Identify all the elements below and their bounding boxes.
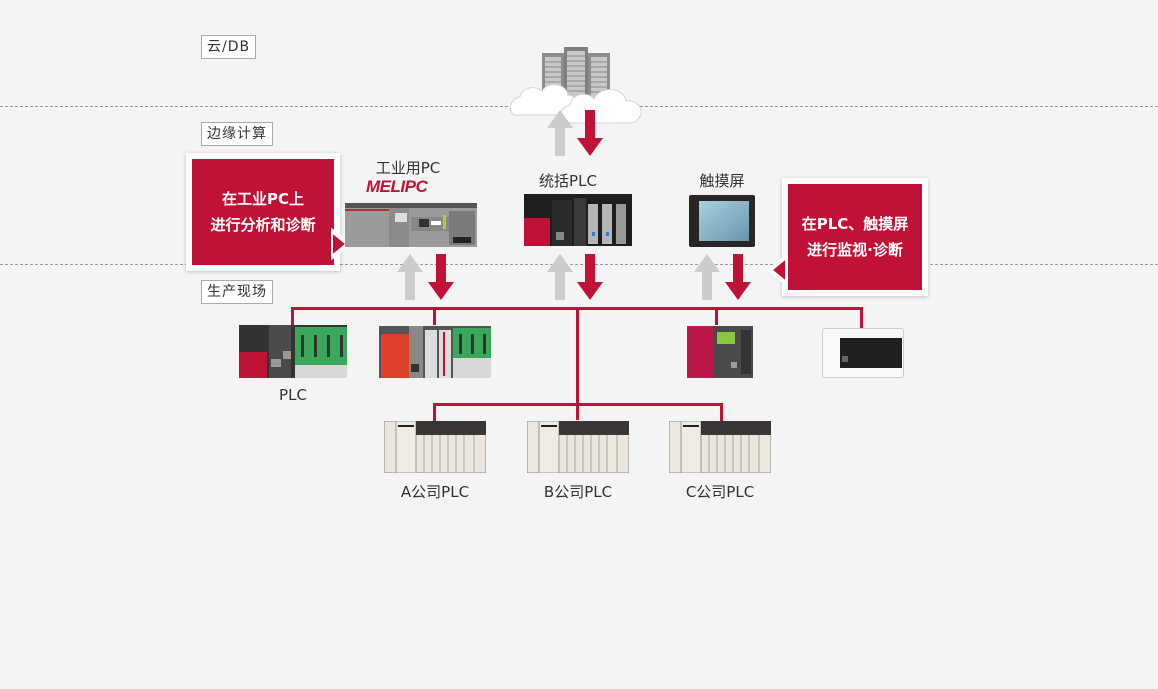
upload-arrow-icon [547, 254, 573, 300]
melipc-logo: MELIPC [366, 177, 428, 196]
callout-left-tail [331, 228, 351, 260]
vendor-plc-a-device-icon [384, 421, 486, 473]
network-bus-lower [433, 403, 723, 406]
callout-left-line2: 进行分析和诊断 [210, 216, 316, 234]
network-trunk [576, 307, 579, 420]
callout-plc-hmi-monitoring: 在PLC、触摸屏 进行监视·诊断 [782, 178, 928, 296]
vendor-plc-c-label: C公司PLC [685, 483, 755, 501]
callout-right-line2: 进行监视·诊断 [807, 241, 903, 259]
upload-arrow-icon [694, 254, 720, 300]
network-drop [720, 403, 723, 421]
plc-device-icon [379, 326, 491, 378]
download-arrow-icon [577, 110, 603, 156]
plc-label: PLC [279, 386, 307, 404]
zone-divider-edge-field [0, 264, 1158, 265]
vendor-plc-c-device-icon [669, 421, 771, 473]
callout-left-line1: 在工业PC上 [221, 190, 304, 208]
zone-label-cloud: 云/DB [201, 35, 257, 59]
network-drop [433, 307, 436, 325]
compact-plc-device-icon [687, 326, 753, 378]
callout-ipc-analysis: 在工业PC上 进行分析和诊断 [186, 153, 340, 271]
hmi-label: 触摸屏 [699, 172, 745, 190]
master-plc-label: 统括PLC [539, 172, 597, 190]
upload-arrow-icon [547, 110, 573, 156]
vendor-plc-a-label: A公司PLC [400, 483, 470, 501]
callout-right-tail [767, 254, 787, 286]
zone-label-edge: 边缘计算 [201, 122, 273, 146]
plc-device-icon [239, 325, 347, 378]
download-arrow-icon [725, 254, 751, 300]
industrial-pc-device-icon [345, 203, 477, 247]
vendor-plc-b-label: B公司PLC [543, 483, 613, 501]
micro-plc-device-icon [822, 328, 904, 378]
touch-panel-device-icon [689, 195, 755, 247]
cloud-shape-icon [510, 84, 642, 124]
network-drop [715, 307, 718, 325]
vendor-plc-b-device-icon [527, 421, 629, 473]
ipc-label: 工业用PC [375, 159, 441, 177]
network-drop [860, 307, 863, 329]
network-drop [291, 307, 294, 325]
callout-right-line1: 在PLC、触摸屏 [801, 215, 909, 233]
network-drop [433, 403, 436, 421]
download-arrow-icon [428, 254, 454, 300]
upload-arrow-icon [397, 254, 423, 300]
download-arrow-icon [577, 254, 603, 300]
zone-label-field: 生产现场 [201, 280, 273, 304]
cloud-server-icon [510, 47, 642, 124]
master-plc-device-icon [524, 194, 632, 246]
